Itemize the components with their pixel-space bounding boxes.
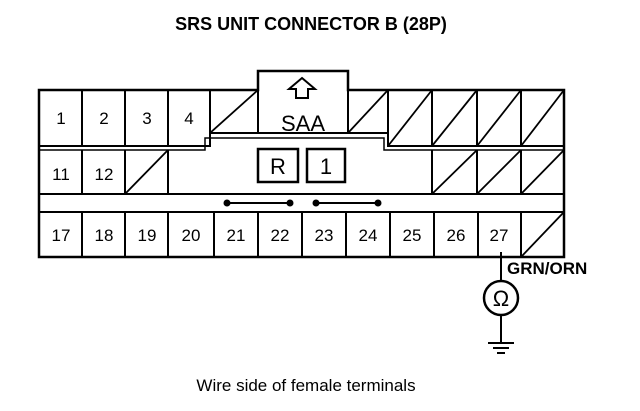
ohm-symbol: Ω: [493, 286, 509, 311]
up-arrow-icon: [286, 76, 318, 99]
terminal-3: 3: [142, 109, 151, 128]
terminal-25: 25: [403, 226, 422, 245]
top-row-empty-cavities: [209, 89, 565, 147]
terminal-19: 19: [138, 226, 157, 245]
terminal-17: 17: [52, 226, 71, 245]
bottom-row-grid: [81, 212, 522, 257]
key-box-r: [256, 147, 300, 184]
terminal-24: 24: [359, 226, 378, 245]
row-divider-top-inner: [39, 137, 564, 151]
terminal-23: 23: [315, 226, 334, 245]
terminal-2: 2: [99, 109, 108, 128]
terminal-22: 22: [271, 226, 290, 245]
latch-label: SAA: [281, 111, 325, 136]
wire-color-label: GRN/ORN: [507, 259, 587, 278]
bottom-row-empty-cavity: [520, 211, 565, 258]
diagram-caption: Wire side of female terminals: [196, 376, 415, 395]
terminal-26: 26: [447, 226, 466, 245]
middle-row-empty-cavities: [124, 149, 565, 195]
terminal-20: 20: [182, 226, 201, 245]
shorting-bar-23-24: [312, 199, 382, 207]
terminal-18: 18: [95, 226, 114, 245]
terminal-4: 4: [184, 109, 193, 128]
row-divider-top: [39, 132, 564, 147]
middle-row-grid: [81, 150, 522, 194]
key-label-1: 1: [320, 154, 332, 179]
diagram-title: SRS UNIT CONNECTOR B (28P): [175, 14, 447, 34]
key-box-1: [305, 147, 347, 184]
top-row-grid: [81, 90, 522, 146]
terminal-21: 21: [227, 226, 246, 245]
terminal-12: 12: [95, 165, 114, 184]
bottom-row-terminals: 17 18 19 20 21 22 23 24 25 26 27: [52, 226, 509, 245]
ground-icon: [488, 342, 514, 354]
terminal-11: 11: [52, 165, 70, 184]
key-label-r: R: [270, 154, 286, 179]
terminal-27: 27: [490, 226, 509, 245]
top-row-terminals: 1 2 3 4: [56, 109, 193, 128]
terminal-1: 1: [56, 109, 65, 128]
shorting-bar-21-22: [223, 199, 294, 207]
middle-row-terminals: 11 12: [52, 165, 113, 184]
